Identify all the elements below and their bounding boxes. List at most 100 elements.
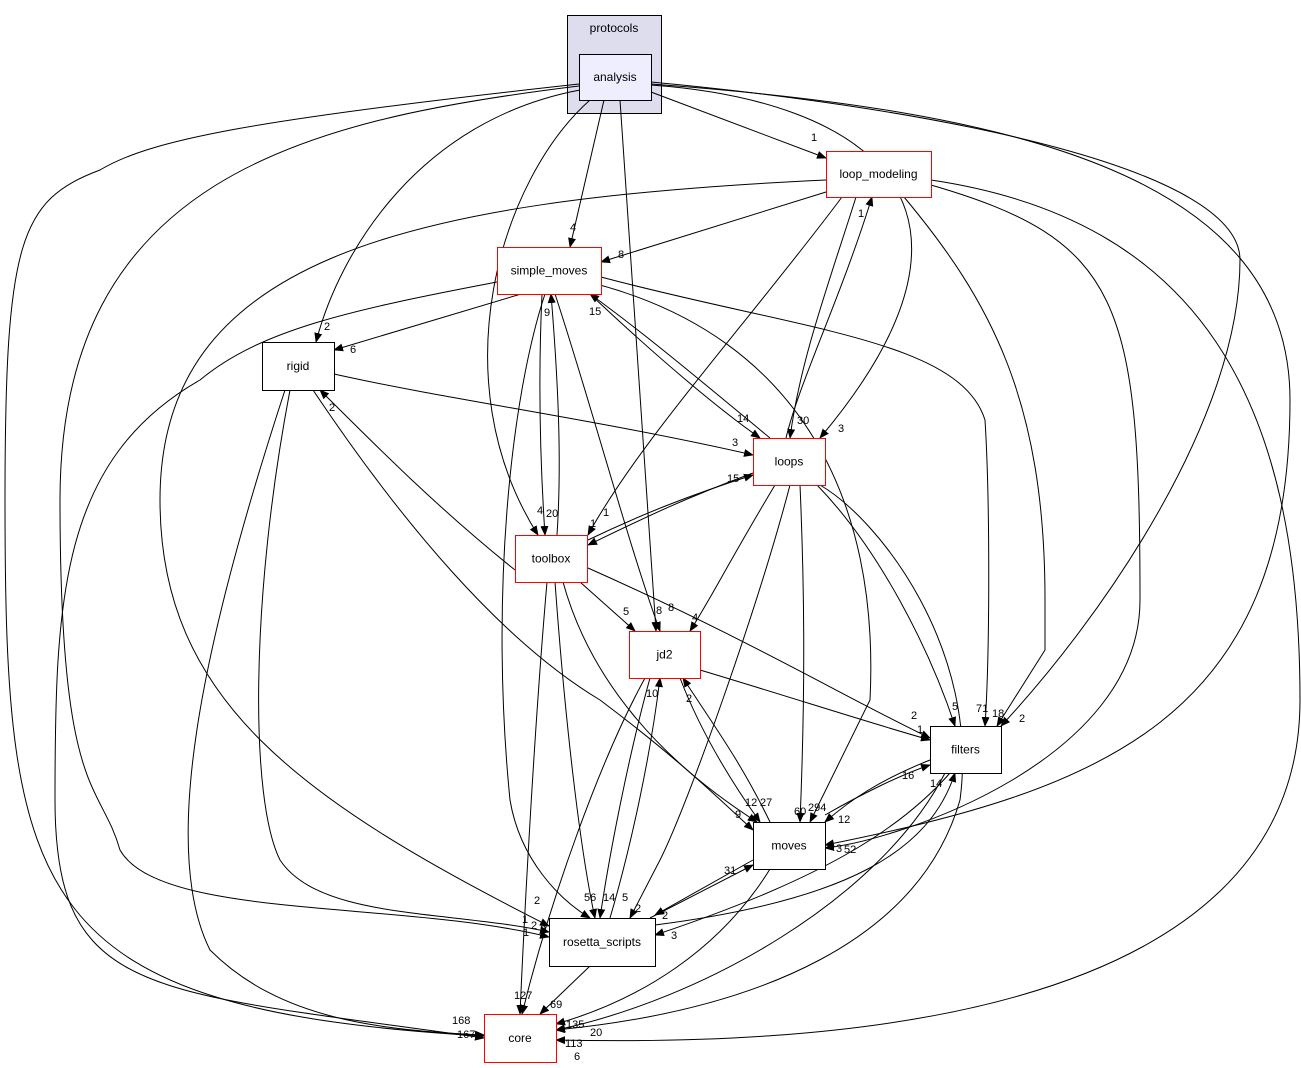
edge-jd2-to-filters[interactable] xyxy=(699,669,931,742)
edge-count-label-jd2-to-core[interactable]: 2 xyxy=(534,895,540,907)
edge-rosetta_scripts-to-filters[interactable] xyxy=(654,772,957,926)
edge-filters-to-rosetta_scripts[interactable] xyxy=(654,772,951,936)
edge-rosetta_scripts-to-core[interactable] xyxy=(539,965,591,1015)
edge-count-label-jd2-to-moves[interactable]: 27 xyxy=(760,797,772,809)
node-rigid[interactable]: rigid xyxy=(262,342,335,391)
edge-count-label-rosetta_scripts-to-moves[interactable]: 31 xyxy=(724,865,736,877)
edge-loop_modeling-to-toolbox[interactable] xyxy=(587,196,843,536)
edge-jd2-to-moves[interactable] xyxy=(679,677,761,823)
edge-count-label-toolbox-to-loops[interactable]: 15 xyxy=(727,473,739,485)
edge-loop_modeling-to-core[interactable] xyxy=(555,179,1301,1045)
edge-count-label-simple_moves-to-jd2[interactable]: 8 xyxy=(656,605,662,617)
edge-count-label-rigid-to-moves[interactable]: 9 xyxy=(735,809,741,821)
node-rosetta_scripts[interactable]: rosetta_scripts xyxy=(549,918,656,967)
edge-rigid-to-core[interactable] xyxy=(187,389,485,1039)
edge-count-label-analysis-to-loop_modeling[interactable]: 1 xyxy=(811,132,817,144)
node-core[interactable]: core xyxy=(484,1014,557,1063)
edge-count-label-filters-to-moves[interactable]: 12 xyxy=(838,814,850,826)
edge-count-label-toolbox-to-simple_moves[interactable]: 9 xyxy=(544,307,550,319)
edge-loops-to-filters[interactable] xyxy=(816,484,956,727)
edge-loop_modeling-to-rosetta_scripts[interactable] xyxy=(159,179,827,927)
node-jd2[interactable]: jd2 xyxy=(629,631,701,679)
edge-simple_moves-to-toolbox[interactable] xyxy=(539,293,549,536)
edge-count-label-loops-to-filters[interactable]: 5 xyxy=(952,701,958,713)
edge-count-label-simple_moves-to-filters[interactable]: 71 xyxy=(976,703,988,715)
edge-loops-to-toolbox[interactable] xyxy=(587,472,754,546)
edge-simple_moves-to-filters[interactable] xyxy=(600,276,990,727)
edge-simple_moves-to-core[interactable] xyxy=(54,281,498,1041)
edge-count-label-loop_modeling-to-moves[interactable]: 52 xyxy=(844,844,856,856)
edge-count-label-rosetta_scripts-to-jd2[interactable]: 10 xyxy=(646,688,658,700)
edge-analysis-to-jd2[interactable] xyxy=(619,99,660,632)
edge-count-label-analysis-to-toolbox[interactable]: 4 xyxy=(537,505,543,517)
edge-analysis-to-toolbox[interactable] xyxy=(487,99,591,536)
node-loop_modeling[interactable]: loop_modeling xyxy=(826,151,932,198)
edge-count-label-analysis-to-simple_moves[interactable]: 4 xyxy=(570,222,576,234)
edge-simple_moves-to-loops[interactable] xyxy=(589,293,761,439)
edge-loops-to-loop_modeling[interactable] xyxy=(785,196,874,439)
edge-count-label-rigid-to-core[interactable]: 1 xyxy=(523,927,529,939)
edge-count-label-rosetta_scripts-to-core[interactable]: 69 xyxy=(550,999,562,1011)
edge-count-label-simple_moves-to-core[interactable]: 167 xyxy=(457,1029,475,1041)
edge-count-label-loops-to-toolbox[interactable]: 1 xyxy=(603,507,609,519)
edge-count-label-loop_modeling-to-toolbox[interactable]: 1 xyxy=(590,518,596,530)
edge-count-label-loop_modeling-to-filters[interactable]: 18 xyxy=(992,708,1004,720)
edge-toolbox-to-filters[interactable] xyxy=(587,567,931,739)
edge-count-label-loops-to-core[interactable]: 135 xyxy=(566,1019,584,1031)
edge-count-label-simple_moves-to-toolbox[interactable]: 20 xyxy=(546,508,558,520)
node-moves[interactable]: moves xyxy=(753,822,826,870)
edge-count-label-loop_modeling-to-rosetta_scripts[interactable]: 1 xyxy=(522,914,528,926)
edge-count-label-simple_moves-to-rosetta_scripts[interactable]: 56 xyxy=(584,892,596,904)
edge-rosetta_scripts-to-moves[interactable] xyxy=(649,864,754,919)
edge-count-label-simple_moves-to-moves[interactable]: 294 xyxy=(808,802,826,814)
edge-count-label-moves-to-rosetta_scripts[interactable]: 2 xyxy=(662,910,668,922)
edge-loops-to-rosetta_scripts[interactable] xyxy=(629,484,791,919)
edge-moves-to-core[interactable] xyxy=(555,868,771,1026)
edge-analysis-to-filters[interactable] xyxy=(650,81,1241,727)
edge-loop_modeling-to-simple_moves[interactable] xyxy=(600,191,827,264)
edge-count-label-analysis-to-loops[interactable]: 3 xyxy=(838,423,844,435)
edge-count-label-analysis-to-rigid[interactable]: 2 xyxy=(324,321,330,333)
edge-rosetta_scripts-to-jd2[interactable] xyxy=(609,677,663,919)
edge-count-label-simple_moves-to-loops[interactable]: 14 xyxy=(737,413,749,425)
edge-count-label-jd2-to-filters[interactable]: 1 xyxy=(917,724,923,736)
edge-count-label-moves-to-jd2[interactable]: 2 xyxy=(686,693,692,705)
edge-toolbox-to-jd2[interactable] xyxy=(579,581,636,632)
edge-loops-to-jd2[interactable] xyxy=(689,484,776,632)
node-simple_moves[interactable]: simple_moves xyxy=(497,247,602,295)
edge-count-label-rigid-to-rosetta_scripts[interactable]: 2 xyxy=(540,924,546,936)
edge-simple_moves-to-rosetta_scripts[interactable] xyxy=(501,293,591,919)
edge-count-label-simple_moves-to-rigid[interactable]: 6 xyxy=(350,344,356,356)
edge-count-label-filters-to-rosetta_scripts[interactable]: 3 xyxy=(671,930,677,942)
edge-count-label-loop_modeling-to-simple_moves[interactable]: 8 xyxy=(618,249,624,261)
edge-count-label-loop_modeling-to-core[interactable]: 113 xyxy=(565,1038,583,1050)
edge-moves-to-filters[interactable] xyxy=(824,764,931,816)
edge-count-label-loops-to-simple_moves[interactable]: 15 xyxy=(589,306,601,318)
node-toolbox[interactable]: toolbox xyxy=(515,535,588,583)
edge-analysis-to-loops[interactable] xyxy=(650,84,913,439)
edge-count-label-analysis-to-filters[interactable]: 2 xyxy=(1019,713,1025,725)
edge-loop_modeling-to-loops[interactable] xyxy=(787,196,857,439)
edge-analysis-to-rosetta_scripts[interactable] xyxy=(59,85,580,939)
edge-count-label-rosetta_scripts-to-filters[interactable]: 14 xyxy=(930,778,942,790)
edge-moves-to-rosetta_scripts[interactable] xyxy=(654,859,754,916)
edge-analysis-to-loop_modeling[interactable] xyxy=(650,91,827,159)
edge-count-label-toolbox-to-rigid[interactable]: 2 xyxy=(329,402,335,414)
edge-filters-to-moves[interactable] xyxy=(824,759,931,823)
edge-count-label-toolbox-to-core[interactable]: 127 xyxy=(514,990,532,1002)
edge-loops-to-core[interactable] xyxy=(555,484,964,1034)
edge-count-label-rigid-to-loops[interactable]: 3 xyxy=(732,437,738,449)
edge-filters-to-core[interactable] xyxy=(555,772,946,1033)
edge-loops-to-moves[interactable] xyxy=(796,484,805,823)
edge-toolbox-to-core[interactable] xyxy=(516,581,548,1015)
node-loops[interactable]: loops xyxy=(753,438,826,486)
edge-count-label-analysis-to-core[interactable]: 168 xyxy=(452,1015,470,1027)
edge-count-label-loops-to-loop_modeling[interactable]: 1 xyxy=(858,208,864,220)
edge-toolbox-to-rosetta_scripts[interactable] xyxy=(554,581,597,919)
edge-count-label-jd2-to-rosetta_scripts[interactable]: 5 xyxy=(622,892,628,904)
edge-count-label-toolbox-to-filters[interactable]: 2 xyxy=(911,710,917,722)
edge-simple_moves-to-rigid[interactable] xyxy=(333,293,522,352)
edge-rigid-to-rosetta_scripts[interactable] xyxy=(258,389,550,934)
edge-analysis-to-rigid[interactable] xyxy=(314,89,581,343)
edge-count-label-toolbox-to-rosetta_scripts[interactable]: 14 xyxy=(603,892,615,904)
